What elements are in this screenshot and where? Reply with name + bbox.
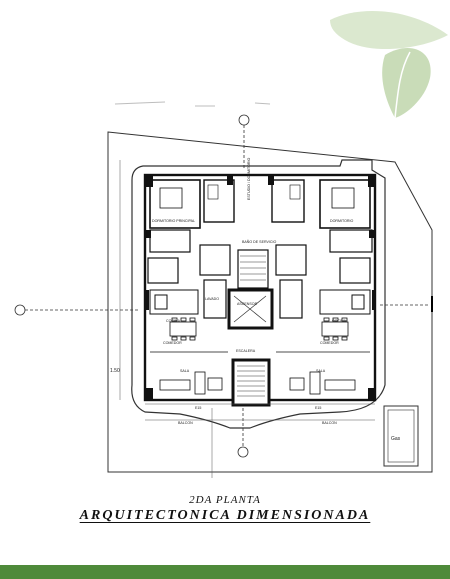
dimension-left: 1.50 xyxy=(110,368,120,374)
unit-right-upper xyxy=(271,179,373,319)
structural-columns xyxy=(145,175,376,400)
cocina-right-label: COCINA xyxy=(332,319,347,323)
gas-label: Gas xyxy=(391,436,401,442)
lavado-label: LAVADO xyxy=(205,297,219,301)
drawing-title: 2DA PLANTA ARQUITECTONICA DIMENSIONADA xyxy=(0,494,450,524)
title-line1: 2DA PLANTA xyxy=(189,494,261,506)
dormitorio-left-label: DORMITORIO PRINCIPAL xyxy=(152,219,195,223)
unit-left-upper xyxy=(147,179,235,319)
sala-right-label: SALA xyxy=(316,369,326,373)
sala-left-label: SALA xyxy=(180,369,190,373)
gas-tank: Gas xyxy=(383,405,419,467)
estudio-label: ESTUDIO / DORMITORIO xyxy=(247,158,251,200)
site-boundary xyxy=(107,131,433,473)
comedor-left-label: COMEDOR xyxy=(163,341,182,345)
faint-marks xyxy=(114,101,271,107)
dimension-lines xyxy=(119,160,375,478)
footer-bar xyxy=(0,565,450,579)
dormitorio-right-label: DORMITORIO xyxy=(330,219,353,223)
living-furniture xyxy=(150,351,370,395)
balcon-right-label: BALCON xyxy=(322,421,337,425)
leaf-logo xyxy=(330,11,448,119)
axis-markers xyxy=(14,114,433,458)
escalera-label: ESCALERA xyxy=(236,349,256,353)
dimension-top-right: E15 xyxy=(315,406,321,410)
cocina-left-label: COCINA xyxy=(166,319,181,323)
comedor-right-label: COMEDOR xyxy=(320,341,339,345)
balcon-left-label: BALCON xyxy=(178,421,193,425)
ascensor-label: ASCENSOR xyxy=(237,302,258,306)
servicio-label: BAÑO DE SERVICIO xyxy=(242,239,276,244)
central-core xyxy=(227,249,274,407)
dining-tables xyxy=(169,317,349,341)
dimension-top-left: E15 xyxy=(195,406,201,410)
kitchens xyxy=(149,289,371,315)
title-line2: ARQUITECTONICA DIMENSIONADA xyxy=(79,508,371,523)
